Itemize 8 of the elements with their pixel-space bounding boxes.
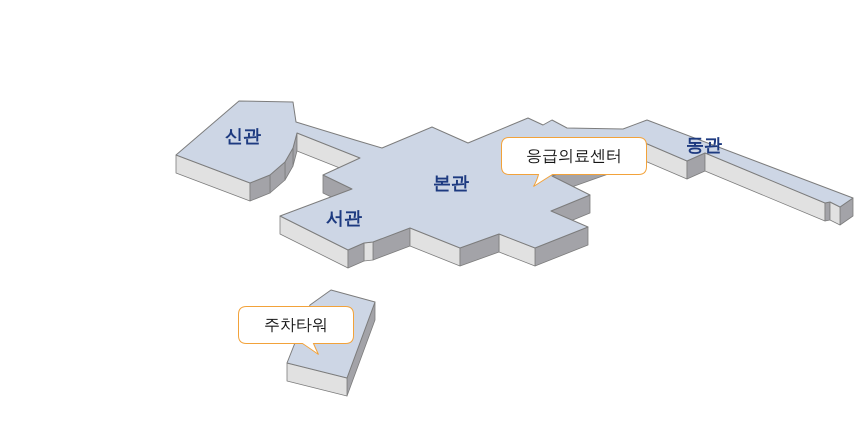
speech-bubble <box>238 306 354 355</box>
building-label: 본관 <box>433 174 469 194</box>
building-label: 서관 <box>326 209 362 229</box>
callout-text: 주차타워 <box>264 316 328 334</box>
speech-bubble <box>501 137 647 187</box>
callout-text: 응급의료센터 <box>526 146 622 166</box>
building-label: 동관 <box>686 136 722 156</box>
building-label: 신관 <box>225 127 261 147</box>
